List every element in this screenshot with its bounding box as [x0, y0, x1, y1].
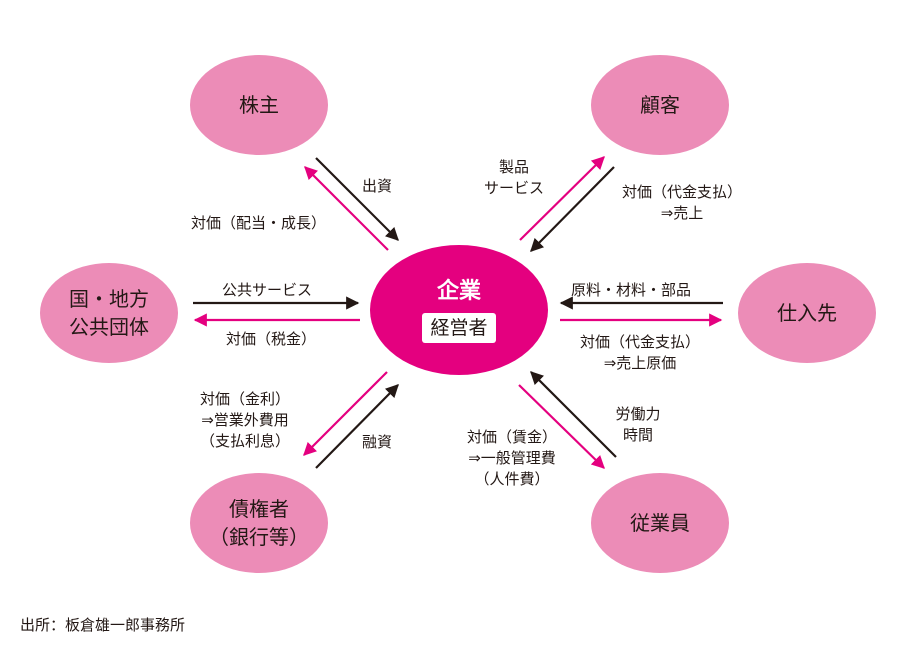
label-dividend: 対価（配当・成長） — [191, 213, 326, 234]
label-interest: 対価（金利） ⇒営業外費用 （支払利息） — [180, 389, 310, 452]
label-supplier-payment-line2: ⇒売上原価 — [603, 354, 677, 372]
label-supplier-payment: 対価（代金支払） ⇒売上原価 — [570, 332, 710, 374]
label-customer-payment-line2: ⇒売上 — [660, 204, 704, 222]
label-financing: 融資 — [362, 432, 392, 453]
label-investment-text: 出資 — [362, 177, 393, 195]
label-customer-payment-line1: 対価（代金支払） — [621, 183, 742, 201]
label-materials: 原料・材料・部品 — [571, 280, 691, 301]
arrow-financing — [315, 384, 399, 469]
label-labor: 労働力 時間 — [598, 404, 678, 446]
label-interest-line2: ⇒営業外費用 — [201, 411, 289, 429]
arrow-dividend — [304, 166, 389, 251]
node-government-line1: 国・地方 — [69, 287, 149, 311]
node-creditors-line2: （銀行等） — [209, 525, 309, 549]
label-supplier-payment-line1: 対価（代金支払） — [579, 333, 700, 351]
node-customers-label: 顧客 — [640, 93, 680, 117]
arrow-wages — [518, 384, 605, 469]
label-dividend-text: 対価（配当・成長） — [191, 214, 327, 232]
company-title: 企業 — [436, 279, 481, 304]
label-materials-text: 原料・材料・部品 — [571, 281, 692, 299]
label-products-line1: 製品 — [498, 158, 529, 176]
label-products: 製品 サービス — [466, 157, 562, 199]
arrow-investment — [315, 157, 399, 241]
node-employees: 従業員 — [591, 473, 729, 573]
node-creditors: 債権者 （銀行等） — [190, 473, 328, 573]
node-government-line2: 公共団体 — [69, 315, 149, 339]
arrow-labor — [530, 371, 617, 458]
source-note: 出所：板倉雄一郎事務所 — [20, 616, 186, 634]
label-products-line2: サービス — [483, 179, 544, 197]
node-company: 企業 経営者 — [370, 245, 548, 375]
label-labor-line1: 労働力 — [615, 405, 661, 423]
node-shareholders: 株主 — [190, 55, 328, 155]
label-public-service: 公共サービス — [222, 280, 312, 301]
label-interest-line1: 対価（金利） — [199, 390, 290, 408]
label-wages-line1: 対価（賃金） — [466, 428, 557, 446]
label-tax-text: 対価（税金） — [226, 330, 317, 348]
label-investment: 出資 — [362, 176, 392, 197]
label-financing-text: 融資 — [362, 433, 393, 451]
label-wages: 対価（賃金） ⇒一般管理費 （人件費） — [444, 427, 580, 490]
node-suppliers: 仕入先 — [738, 263, 876, 363]
company-subtitle: 経営者 — [422, 313, 496, 343]
label-tax: 対価（税金） — [226, 329, 316, 350]
node-customers: 顧客 — [591, 55, 729, 155]
node-creditors-line1: 債権者 — [229, 497, 289, 521]
label-labor-line2: 時間 — [622, 426, 653, 444]
node-suppliers-label: 仕入先 — [777, 301, 837, 325]
label-public-service-text: 公共サービス — [222, 281, 313, 299]
arrow-customer-payment — [530, 166, 615, 252]
node-employees-label: 従業員 — [630, 511, 690, 535]
node-shareholders-label: 株主 — [239, 93, 279, 117]
arrow-interest — [303, 371, 388, 456]
label-interest-line3: （支払利息） — [199, 432, 290, 450]
label-wages-line3: （人件費） — [474, 470, 550, 488]
arrow-products — [519, 156, 605, 241]
label-customer-payment: 対価（代金支払） ⇒売上 — [612, 182, 752, 224]
label-wages-line2: ⇒一般管理費 — [468, 449, 556, 467]
node-government: 国・地方 公共団体 — [40, 263, 178, 363]
